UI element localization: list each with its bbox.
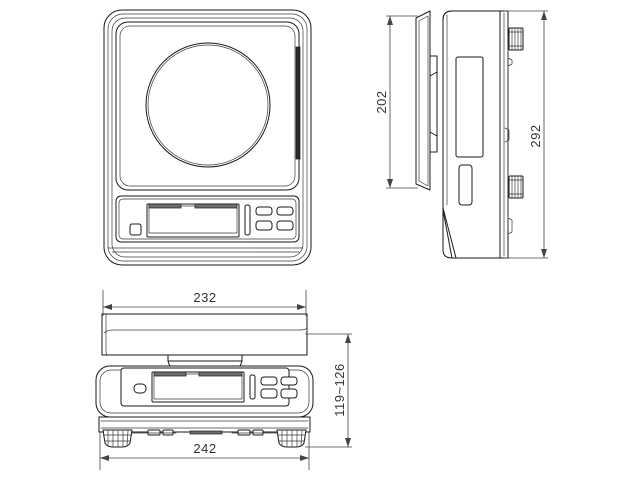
front-pan-slab-chamfer	[103, 327, 308, 334]
front-base-vent-3	[237, 429, 251, 436]
side-foot-upper	[508, 27, 524, 51]
front-lcd-indicator-bar-left	[153, 371, 187, 377]
dim-232-label: 232	[193, 290, 216, 305]
front-lcd-indicator-bar-right	[198, 371, 243, 377]
vertical-slot-key[interactable]	[244, 204, 251, 236]
side-pan-bracket-lower	[430, 132, 437, 152]
side-secondary-window	[458, 164, 473, 206]
dim-242-arrow-left	[100, 455, 109, 461]
side-pan-bracket-upper	[430, 56, 437, 76]
view-front	[95, 313, 314, 448]
top-frame-ring-2	[107, 13, 308, 262]
dim-119-126-arrow-bottom	[345, 438, 351, 447]
circular-pan-inner-ring	[147, 44, 269, 166]
side-foot-upper-body	[508, 27, 524, 51]
dim-292-arrow-bottom	[541, 249, 547, 258]
view-side	[415, 10, 524, 259]
lcd-indicator-bar-right	[194, 203, 238, 209]
dim-242-arrow-right	[300, 455, 309, 461]
lcd-display-glass	[148, 205, 238, 234]
front-pan-slab-outline	[102, 314, 307, 355]
side-body-outline	[443, 11, 500, 258]
side-foot-lower	[508, 175, 524, 199]
top-frame-ring-3	[111, 17, 304, 258]
dim-119-126-label: 119~126	[332, 363, 347, 417]
dim-202-arrow-top	[387, 16, 393, 25]
top-control-panel-inner	[118, 198, 297, 240]
front-foot-left-bands	[103, 434, 132, 442]
dim-232-arrow-left	[103, 304, 112, 310]
front-keypad-button-2[interactable]	[280, 376, 298, 386]
dim-292-label: 292	[528, 124, 543, 147]
front-base-vent-1	[147, 429, 161, 436]
power-key[interactable]	[129, 223, 142, 236]
dim-202-arrow-bottom	[387, 179, 393, 188]
lcd-display	[146, 203, 240, 238]
keypad-button-3[interactable]	[255, 220, 273, 231]
side-tab-1	[507, 57, 513, 67]
front-lcd-display	[151, 371, 245, 403]
keypad-button-2[interactable]	[276, 206, 294, 216]
front-foot-right-bands	[277, 434, 306, 442]
side-pan-slab	[415, 10, 431, 191]
front-view-dimensions: 232 119~126 242	[99, 290, 352, 470]
front-foot-left-knurls	[107, 430, 129, 447]
front-foot-right-knurls	[281, 430, 303, 447]
front-keypad-button-3[interactable]	[260, 388, 278, 399]
side-display-window	[455, 56, 484, 158]
lcd-indicator-bar-left	[148, 203, 182, 209]
view-top	[103, 9, 312, 266]
dim-119-126-arrow-top	[345, 334, 351, 343]
front-pan-slab	[101, 313, 308, 356]
side-view-dimensions: 202 292	[374, 10, 548, 259]
dim-242-label: 242	[193, 441, 216, 456]
front-keypad-button-4[interactable]	[280, 388, 298, 399]
dim-202-label: 202	[374, 90, 389, 113]
side-foot-upper-bands	[508, 31, 524, 47]
dim-232-arrow-right	[297, 304, 306, 310]
keypad-button-4[interactable]	[276, 220, 294, 231]
front-pan-slab-left-edge	[105, 313, 110, 356]
front-power-key[interactable]	[133, 383, 147, 394]
front-base-vent-4	[252, 429, 264, 436]
top-right-dark-strip	[295, 46, 301, 160]
side-foot-upper-knurls	[511, 27, 522, 51]
side-foot-lower-knurls	[511, 175, 522, 199]
side-foot-lower-body	[508, 175, 524, 199]
front-keypad-button-1[interactable]	[260, 376, 278, 386]
front-foot-right	[276, 429, 307, 448]
side-foot-lower-bands	[508, 179, 524, 195]
circular-weighing-pan	[146, 43, 270, 167]
front-vertical-slot-key[interactable]	[249, 374, 256, 400]
side-body-taper	[443, 208, 456, 258]
front-base-label-strip	[189, 430, 223, 435]
side-pan-slab-inner	[418, 15, 429, 187]
front-foot-left-body	[102, 429, 133, 448]
front-lcd-glass	[153, 373, 243, 400]
front-foot-right-body	[276, 429, 307, 448]
top-platform-inner-edge	[119, 25, 296, 187]
keypad-button-1[interactable]	[255, 206, 273, 216]
dim-292-arrow-top	[541, 11, 547, 20]
front-base-vent-2	[162, 429, 174, 436]
side-tab-3	[507, 217, 513, 235]
side-tab-2	[504, 127, 510, 143]
front-pan-pillar	[167, 354, 243, 362]
front-foot-left	[102, 429, 133, 448]
